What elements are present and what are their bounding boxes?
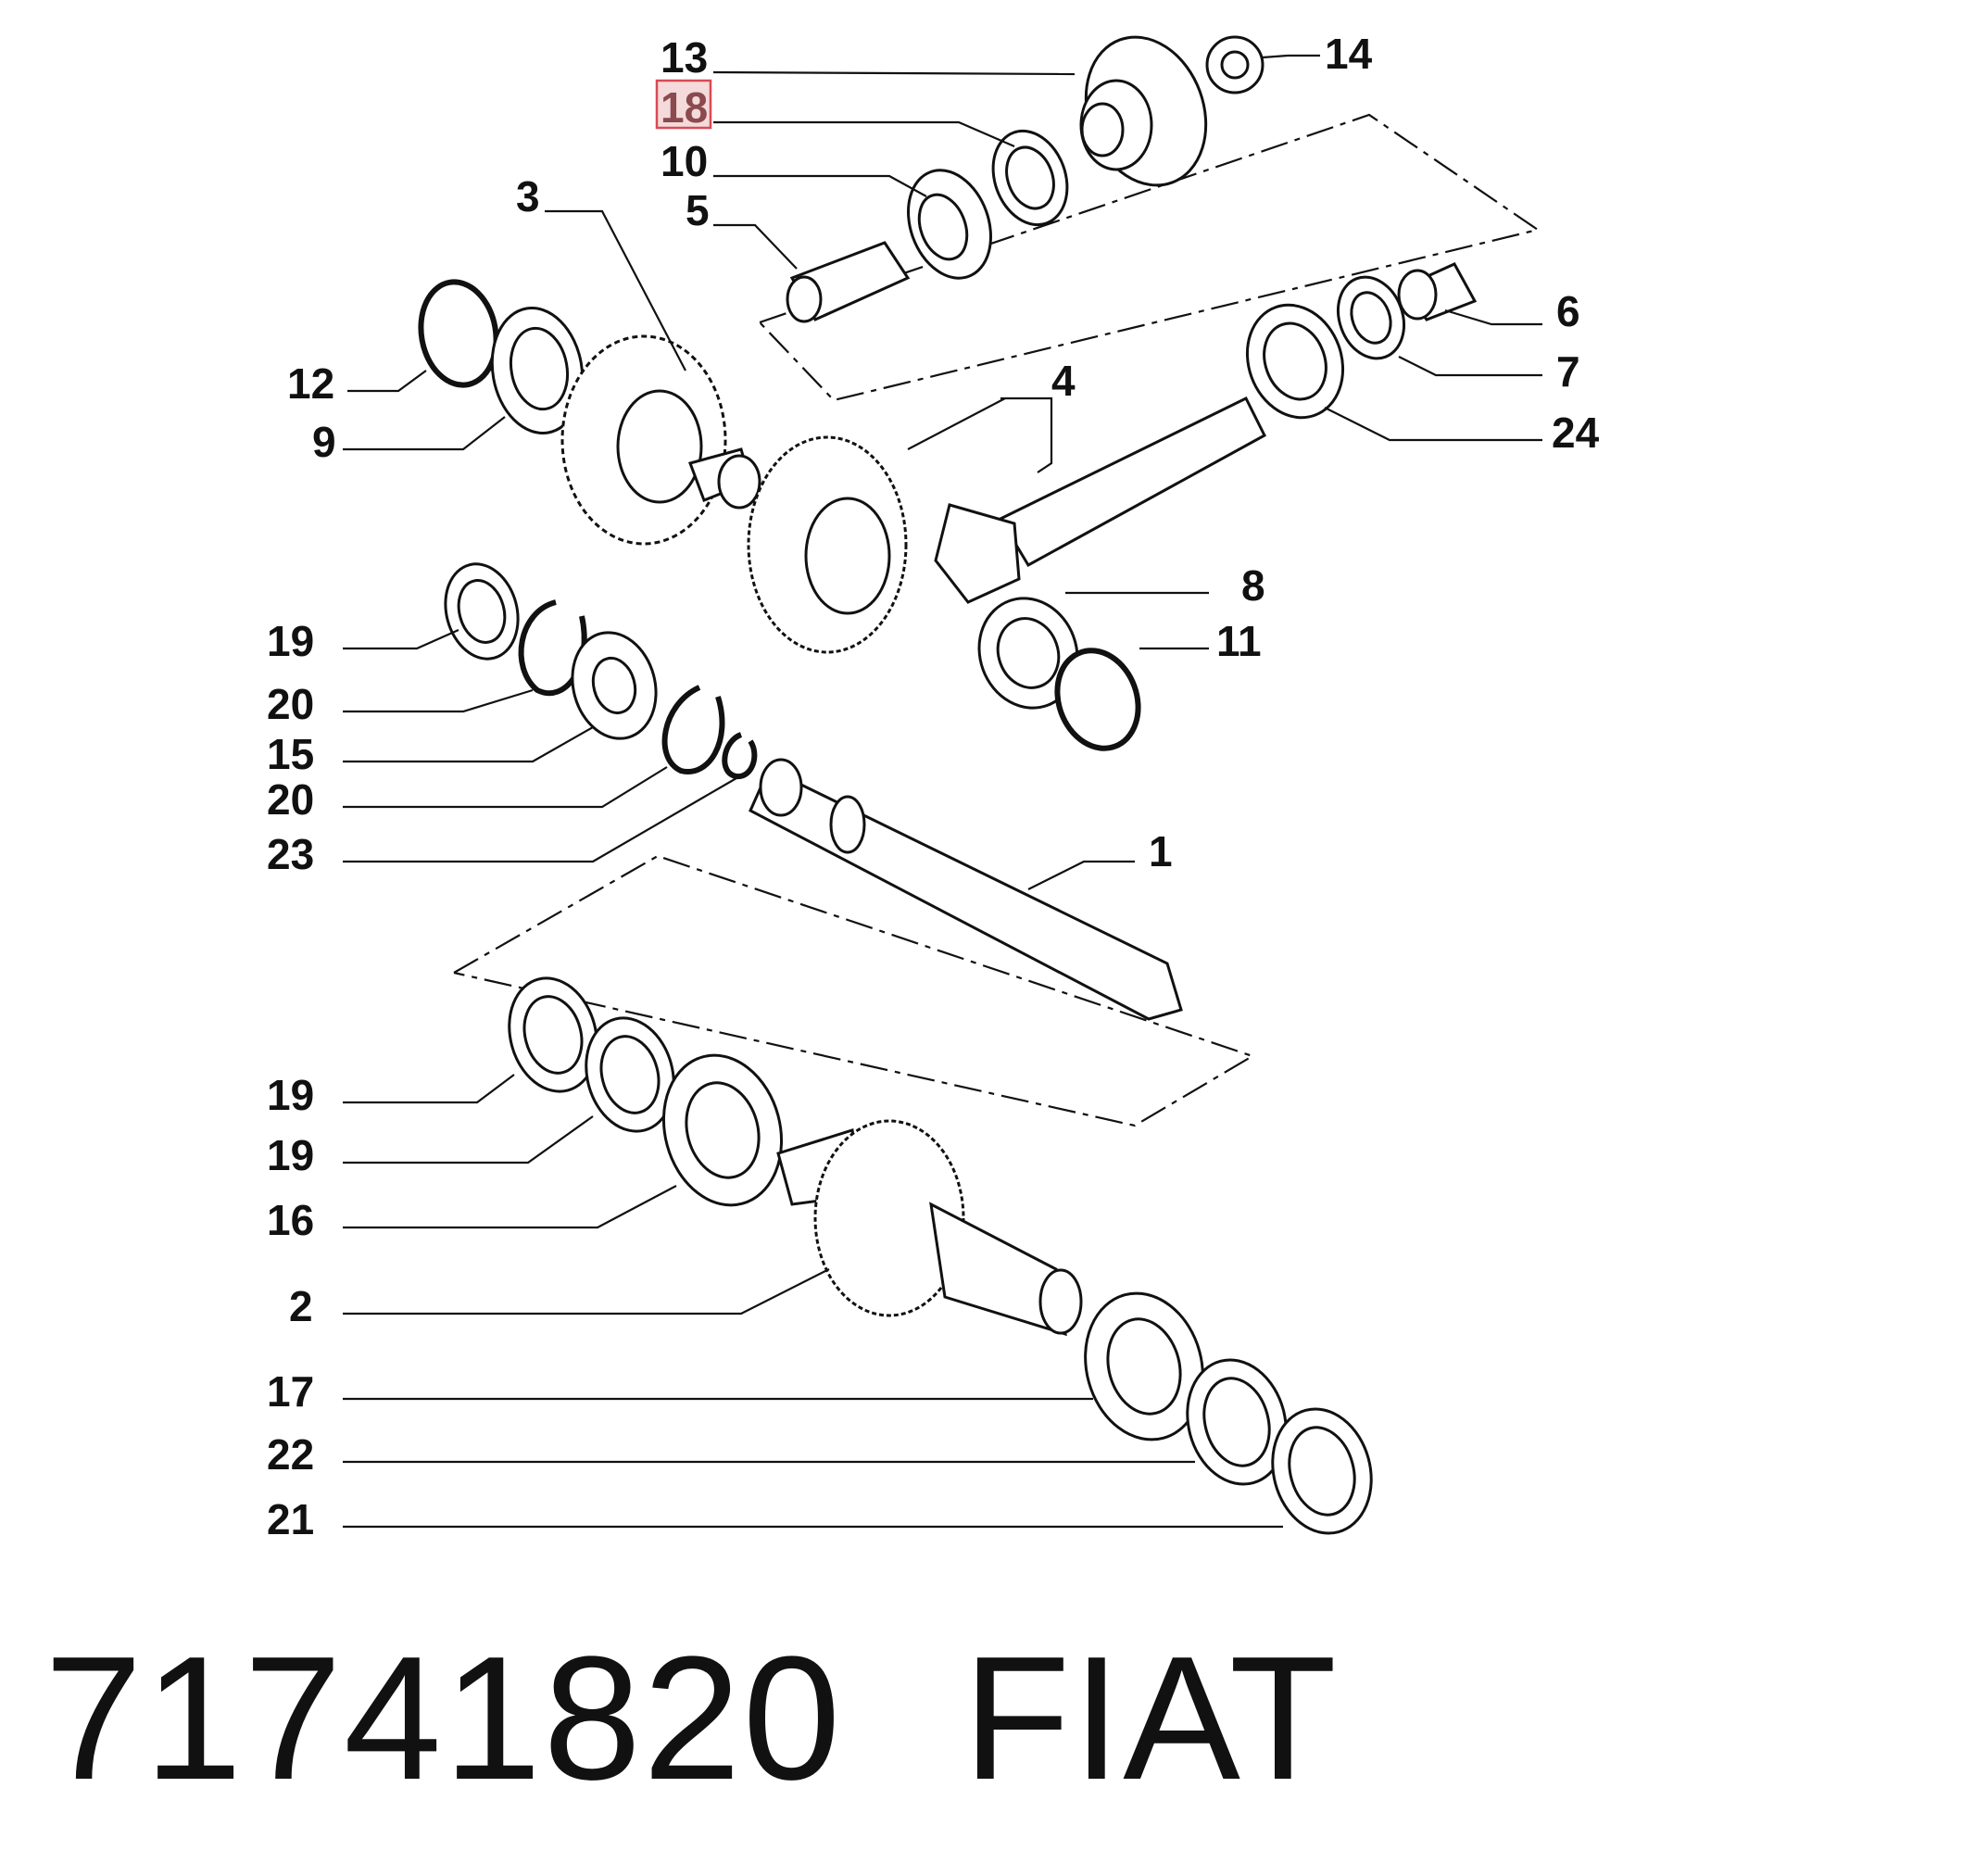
part-19-seal-b[interactable] [497,968,610,1101]
part-23-circlip[interactable] [722,732,758,779]
callout-18[interactable]: 18 [661,83,708,132]
callout-7[interactable]: 7 [1556,347,1580,396]
part-1-shaft[interactable] [749,758,1183,1021]
callout-labels: 13 18 10 5 3 14 6 7 24 4 12 9 8 11 19 20… [267,30,1600,1543]
callout-19-a[interactable]: 19 [267,617,314,665]
part-8-bearing[interactable] [964,585,1093,722]
callout-19-c[interactable]: 19 [267,1131,314,1179]
callout-9[interactable]: 9 [312,418,336,466]
part-19-seal-c[interactable] [574,1008,686,1141]
callout-11[interactable]: 11 [1216,617,1262,665]
callout-8[interactable]: 8 [1241,561,1265,610]
part-13-flange[interactable] [1066,20,1227,203]
callout-23[interactable]: 23 [267,830,314,878]
callout-14[interactable]: 14 [1325,30,1373,78]
part-16-bearing[interactable] [648,1042,798,1219]
part-14-nut[interactable] [1205,35,1265,94]
callout-20-b[interactable]: 20 [267,775,314,824]
callout-21[interactable]: 21 [267,1495,314,1543]
part-6-bush[interactable] [1397,262,1478,321]
callout-24[interactable]: 24 [1552,409,1600,457]
callout-3[interactable]: 3 [516,172,540,220]
brand-name: FIAT [963,1620,1339,1817]
leader-lines [343,54,1542,1529]
part-9-bearing[interactable] [483,301,592,441]
part-19-seal-a[interactable] [435,556,528,667]
callout-10[interactable]: 10 [661,137,708,185]
callout-12[interactable]: 12 [287,359,334,408]
part-12-ring[interactable] [413,276,504,391]
callout-22[interactable]: 22 [267,1430,314,1479]
callout-15[interactable]: 15 [267,730,314,778]
callout-19-b[interactable]: 19 [267,1071,314,1119]
callout-4[interactable]: 4 [1051,357,1076,405]
part-22-seal[interactable] [1174,1349,1300,1495]
group-outline-lower [453,854,1255,1127]
part-18-seal[interactable] [981,120,1080,235]
part-21-seal[interactable] [1259,1398,1385,1544]
callout-16[interactable]: 16 [267,1196,314,1244]
callout-17[interactable]: 17 [267,1367,314,1416]
part-number: 71741820 [44,1620,843,1817]
callout-1[interactable]: 1 [1149,827,1173,875]
part-24-bearing[interactable] [1232,292,1358,432]
part-15-bearing[interactable] [560,623,667,749]
callout-20-a[interactable]: 20 [267,680,314,728]
callout-18-highlight-box [655,79,712,130]
part-4-ring-gear-pinion[interactable] [747,396,1266,654]
part-7-seal[interactable] [1327,268,1416,368]
part-10-bearing[interactable] [894,158,1005,289]
group-outline-upper [759,113,1541,402]
callout-5[interactable]: 5 [686,186,710,234]
part-3-gear[interactable] [560,334,761,546]
part-17-bearing[interactable] [1069,1280,1218,1454]
callout-6[interactable]: 6 [1556,287,1580,335]
part-11-ring[interactable] [1044,639,1151,760]
part-5-sleeve[interactable] [786,241,911,323]
part-2-gear-shaft[interactable] [776,1119,1083,1337]
part-20-circlip-b[interactable] [661,685,725,775]
callout-2[interactable]: 2 [289,1282,313,1330]
callout-13[interactable]: 13 [661,33,708,82]
